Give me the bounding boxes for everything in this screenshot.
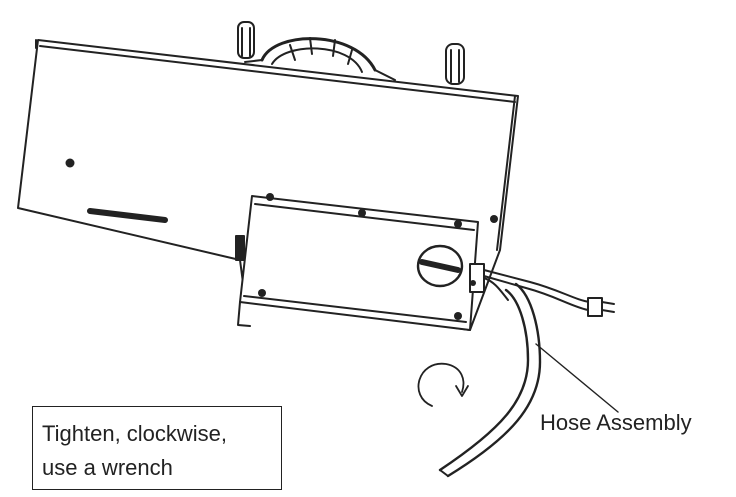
hose-leader-line bbox=[535, 343, 619, 413]
instruction-line-1: Tighten, clockwise, bbox=[42, 421, 228, 446]
mounting-post-left bbox=[237, 21, 255, 59]
regulator-fitting bbox=[469, 263, 615, 317]
control-knob bbox=[416, 244, 464, 288]
instruction-line-2: use a wrench bbox=[42, 455, 173, 480]
hose-assembly-label: Hose Assembly bbox=[540, 410, 692, 435]
carry-handle bbox=[244, 37, 396, 81]
screws bbox=[65, 158, 498, 320]
mounting-post-right bbox=[445, 43, 465, 85]
control-box bbox=[235, 195, 479, 331]
hose bbox=[438, 282, 542, 478]
tighten-instruction-box: Tighten, clockwise, use a wrench bbox=[32, 406, 282, 490]
clockwise-arrow-icon bbox=[417, 363, 469, 407]
